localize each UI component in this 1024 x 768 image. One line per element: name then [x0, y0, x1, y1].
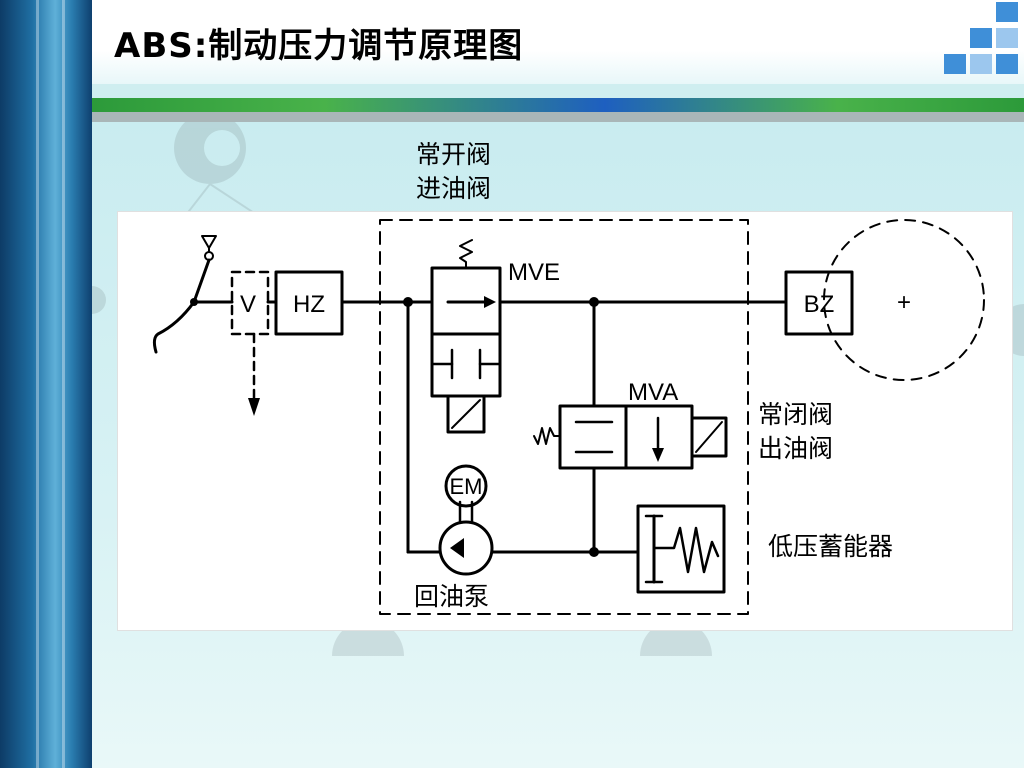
- slide-title: ABS:制动压力调节原理图: [114, 26, 524, 66]
- normally-closed-valve-label: 常闭阀 出油阀: [758, 400, 834, 463]
- hz-text: HZ: [293, 291, 325, 318]
- title-band: [92, 0, 1024, 84]
- left-sidebar-band: [0, 0, 92, 768]
- low-pressure-accumulator-symbol: [636, 504, 726, 594]
- wheel-outline: [823, 219, 985, 381]
- diagram-panel: V HZ MVE MVA EM BZ +: [118, 212, 1012, 630]
- bz-box: [784, 270, 854, 336]
- wheel-plus-text: +: [897, 289, 911, 316]
- mve-text: MVE: [508, 259, 560, 286]
- accumulator-label: 低压蓄能器: [768, 532, 894, 561]
- return-pump-symbol: [438, 464, 494, 576]
- header-divider-color: [92, 98, 1024, 112]
- em-text: EM: [450, 474, 483, 499]
- mva-valve: [533, 404, 728, 470]
- header-divider-grey: [92, 112, 1024, 122]
- control-block-outline: [379, 219, 749, 615]
- v-text: V: [240, 291, 256, 318]
- brake-pedal-icon: [152, 235, 217, 354]
- v-box: [230, 270, 270, 336]
- return-pump-label: 回油泵: [414, 582, 490, 611]
- decorative-squares: [930, 0, 1024, 80]
- deco-circle-top: [174, 112, 246, 184]
- normally-open-valve-label: 常开阀 进油阀: [416, 140, 492, 203]
- mva-text: MVA: [628, 379, 678, 406]
- abs-schematic: V HZ MVE MVA EM BZ +: [152, 219, 985, 615]
- mve-valve: [430, 239, 502, 434]
- bz-text: BZ: [804, 291, 835, 318]
